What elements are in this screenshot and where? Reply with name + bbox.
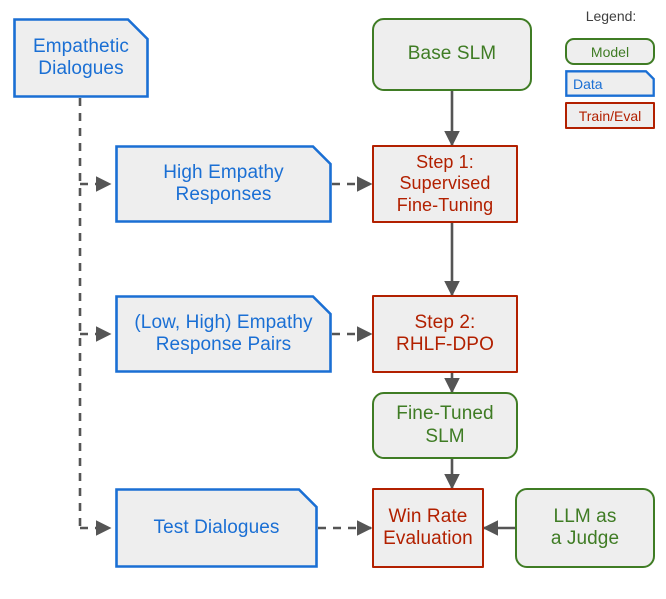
- node-label: Test Dialogues: [153, 516, 280, 538]
- node-label: Step 2: RHLF-DPO: [396, 311, 494, 355]
- node-label: Win Rate Evaluation: [383, 505, 473, 549]
- node-empathetic-dialogues[interactable]: Empathetic Dialogues: [13, 18, 149, 98]
- data-node-shape: [115, 488, 318, 568]
- node-win-rate-evaluation[interactable]: Win Rate Evaluation: [372, 488, 484, 568]
- legend-item-data: Data: [565, 70, 655, 97]
- node-label: High Empathy Responses: [163, 161, 284, 205]
- legend-item-model: Model: [565, 38, 655, 65]
- node-step-1-supervised-fine-tuning[interactable]: Step 1: Supervised Fine-Tuning: [372, 145, 518, 223]
- node-empathy-response-pairs[interactable]: (Low, High) Empathy Response Pairs: [115, 295, 332, 373]
- legend-item-label: Data: [573, 75, 603, 92]
- node-label: Empathetic Dialogues: [32, 35, 130, 79]
- legend-item-label: Model: [590, 43, 630, 60]
- data-node-shape: [115, 145, 332, 223]
- node-step-2-rhlf-dpo[interactable]: Step 2: RHLF-DPO: [372, 295, 518, 373]
- node-llm-as-a-judge[interactable]: LLM as a Judge: [515, 488, 655, 568]
- node-label: (Low, High) Empathy Response Pairs: [134, 311, 313, 355]
- node-label: Base SLM: [407, 43, 497, 65]
- legend-item-label: Train/Eval: [578, 107, 642, 124]
- data-node-shape: [115, 295, 332, 373]
- node-test-dialogues[interactable]: Test Dialogues: [115, 488, 318, 568]
- legend-title: Legend:: [585, 8, 637, 24]
- node-fine-tuned-slm[interactable]: Fine-Tuned SLM: [372, 392, 518, 459]
- legend-item-train-eval: Train/Eval: [565, 102, 655, 129]
- data-node-shape: [565, 70, 655, 97]
- node-base-slm[interactable]: Base SLM: [372, 18, 532, 91]
- node-high-empathy-responses[interactable]: High Empathy Responses: [115, 145, 332, 223]
- node-label: Step 1: Supervised Fine-Tuning: [396, 152, 494, 215]
- node-label: LLM as a Judge: [550, 505, 620, 549]
- data-node-shape: [13, 18, 149, 98]
- node-label: Fine-Tuned SLM: [396, 403, 494, 447]
